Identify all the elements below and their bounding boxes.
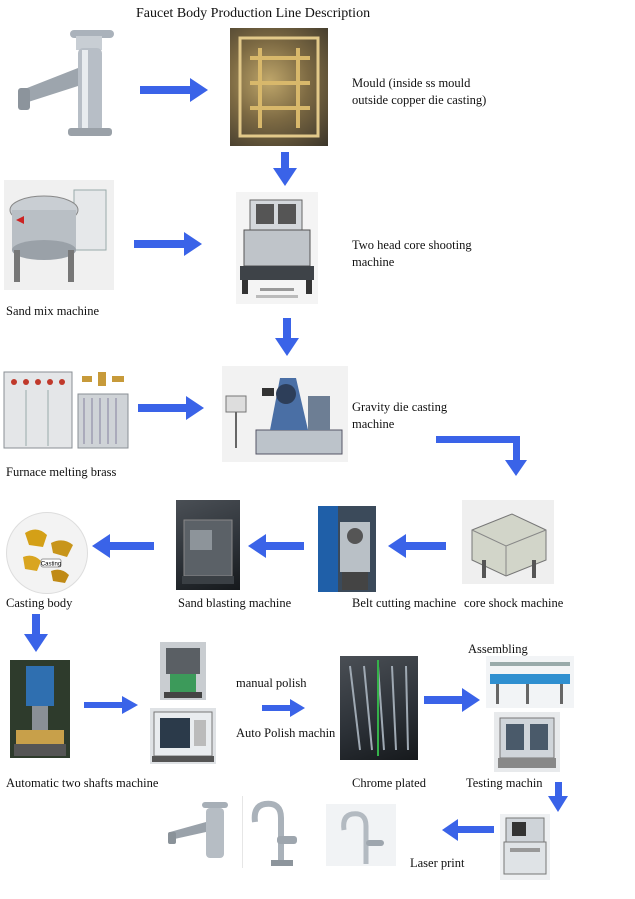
core-shooting-label-line2: machine	[352, 255, 395, 269]
core-shock-label: core shock machine	[464, 596, 564, 610]
arrow-faucet-to-mould	[140, 78, 208, 102]
core-shooting-label-line1: Two head core shooting	[352, 238, 472, 252]
gravity-casting-machine-image	[222, 366, 348, 462]
sand-blasting-machine-image	[176, 500, 240, 590]
arrow-sandmix-to-core	[134, 232, 202, 256]
arrow-shafts-to-polish	[84, 696, 138, 714]
assembling-line-image	[486, 656, 574, 708]
manual-polish-label: manual polish	[236, 676, 307, 690]
mould-label-line2: outside copper die casting)	[352, 93, 487, 107]
assembling-label: Assembling	[468, 642, 528, 656]
arrow-casting-to-shafts	[24, 614, 48, 652]
arrow-polish-to-chrome	[262, 699, 305, 717]
core-shooting-machine-image	[236, 192, 318, 304]
two-shafts-label: Automatic two shafts machine	[6, 776, 159, 790]
auto-polish-machine-image	[150, 708, 216, 764]
manual-polish-image	[160, 642, 206, 700]
arrow-belt-to-sandblast	[248, 534, 304, 558]
arrow-laser-to-faucets	[442, 819, 494, 841]
final-faucet-image-3	[326, 804, 396, 866]
faucet-image	[8, 28, 118, 140]
furnace-image	[2, 366, 132, 452]
two-shafts-machine-image	[10, 660, 70, 758]
belt-cutting-label: Belt cutting machine	[352, 596, 457, 610]
auto-polish-label: Auto Polish machin	[236, 726, 336, 740]
testing-machine-label: Testing machin	[466, 776, 543, 790]
final-faucet-image-1	[162, 800, 232, 862]
arrow-sandblast-to-casting	[92, 534, 154, 558]
sand-mix-machine-image	[4, 180, 114, 290]
arrow-furnace-to-gravity	[138, 396, 204, 420]
laser-print-label: Laser print	[410, 856, 465, 870]
testing-machine-image	[494, 712, 560, 772]
sand-mix-machine-label: Sand mix machine	[6, 304, 100, 318]
casting-tag-text: Casting	[41, 562, 61, 568]
sand-blasting-label: Sand blasting machine	[178, 596, 292, 610]
arrow-gravity-to-coreshock	[436, 436, 527, 476]
gravity-casting-label-line1: Gravity die casting	[352, 400, 448, 414]
arrow-chrome-to-assembling	[424, 688, 480, 712]
chrome-plated-image	[340, 656, 418, 760]
arrow-core-to-gravity	[275, 318, 299, 356]
furnace-label: Furnace melting brass	[6, 465, 117, 479]
mould-label-line1: Mould (inside ss mould	[352, 76, 471, 90]
arrow-testing-to-laser	[548, 782, 568, 812]
arrow-mould-to-core	[273, 152, 297, 186]
arrow-coreshock-to-belt	[388, 534, 446, 558]
mould-image	[230, 28, 328, 146]
laser-print-machine-image	[500, 814, 550, 880]
page-title: Faucet Body Production Line Description	[136, 6, 371, 21]
belt-cutting-machine-image	[318, 506, 376, 592]
casting-body-image: Casting	[6, 512, 88, 594]
gravity-casting-label-line2: machine	[352, 417, 395, 431]
core-shock-machine-image	[462, 500, 554, 584]
casting-body-label: Casting body	[6, 596, 73, 610]
final-faucet-image-2	[242, 796, 321, 868]
chrome-plated-label: Chrome plated	[352, 776, 426, 790]
